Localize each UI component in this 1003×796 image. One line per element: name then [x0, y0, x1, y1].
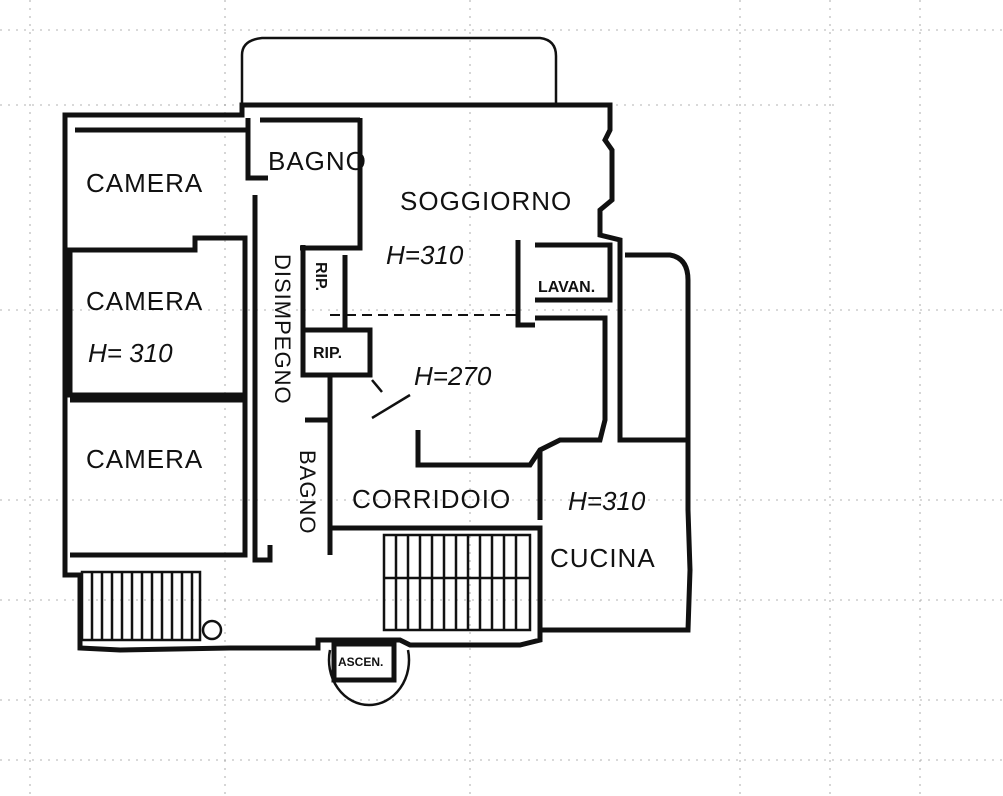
outer-walls [62, 102, 693, 653]
bagno-top-label: BAGNO [268, 146, 367, 176]
camera-middle-label: CAMERA [86, 286, 203, 316]
ripostiglio-label: RIP. [313, 345, 342, 362]
lavanderia-label: LAVAN. [538, 279, 595, 296]
cucina-height-label: H=310 [568, 486, 646, 516]
soggiorno-label: SOGGIORNO [400, 186, 572, 216]
soggiorno-height-label: H=310 [386, 240, 464, 270]
camera-top-label: CAMERA [86, 168, 203, 198]
hall-height-label: H=270 [414, 361, 492, 391]
door-swing [371, 379, 383, 393]
cucina-label: CUCINA [550, 543, 656, 573]
bagno-side-label: BAGNO [295, 450, 320, 534]
stairs-left [80, 570, 223, 642]
door-swing [371, 393, 411, 420]
balcony-top [240, 36, 558, 105]
ascensore-label: ASCEN. [338, 655, 383, 669]
ripostiglio-vertical-label: RIP. [312, 262, 329, 291]
camera-bottom-label: CAMERA [86, 444, 203, 474]
corridoio-label: CORRIDOIO [352, 484, 511, 514]
disimpegno-label: DISIMPEGNO [270, 254, 295, 405]
stairs-center [382, 533, 532, 632]
elevator-shaft [327, 641, 411, 707]
camera-middle-height-label: H= 310 [88, 338, 173, 368]
